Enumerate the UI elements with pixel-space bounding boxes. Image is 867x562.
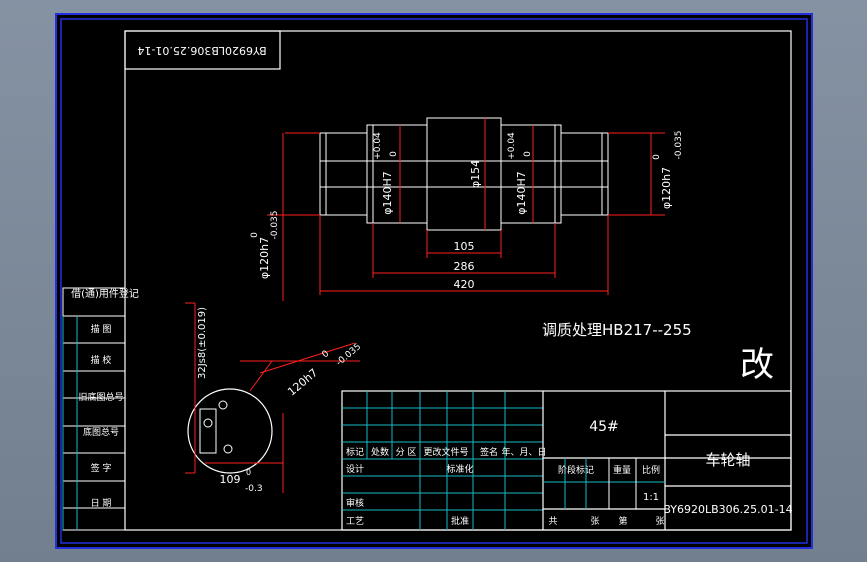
dim-right-seat-tol-upper: +0.04 bbox=[507, 132, 517, 160]
rotated-drawing-code: BY6920LB306.25.01-14 bbox=[137, 44, 266, 57]
dim-left-end-dia: φ120h7 bbox=[258, 237, 271, 279]
section-keyway bbox=[199, 408, 217, 454]
dim-left-end-tol-lower: -0.035 bbox=[270, 210, 280, 239]
rev-header-mark: 标记 bbox=[346, 446, 364, 458]
scale-header: 比例 bbox=[642, 464, 660, 476]
rev-header-date: 年、月、日 bbox=[501, 446, 546, 458]
dim-length-105: 105 bbox=[454, 240, 475, 253]
dim-left-seat-tol-lower: 0 bbox=[389, 151, 399, 157]
dim-right-end-tol-upper: 0 bbox=[652, 154, 662, 160]
material-label: 45# bbox=[589, 419, 619, 435]
section-hole-3 bbox=[223, 444, 233, 454]
standardization-label: 标准化 bbox=[446, 463, 473, 475]
drawing-sheet: BY6920LB306.25.01-14 bbox=[55, 13, 813, 549]
part-name: 车轮轴 bbox=[705, 451, 750, 469]
rev-header-count: 处数 bbox=[371, 446, 389, 458]
section-dia-dim: 120h7 bbox=[285, 366, 320, 398]
section-dia-tol-lower: -0.035 bbox=[335, 342, 364, 368]
section-key-dim: 32Js8(±0.019) bbox=[197, 307, 208, 379]
designer-label: 设计 bbox=[346, 463, 364, 475]
section-view: 32Js8(±0.019) 120h7 0 -0.035 109 0 -0.3 bbox=[185, 302, 364, 494]
left-panel-row-3: 旧底图总号 bbox=[78, 391, 123, 403]
left-panel-title: 借(通)用件登记 bbox=[71, 287, 139, 300]
left-panel-row-5: 签 字 bbox=[91, 462, 112, 474]
section-hole-2 bbox=[203, 418, 213, 428]
total-label: 共 bbox=[548, 516, 557, 527]
rev-header-change-doc: 更改文件号 bbox=[423, 446, 468, 458]
process-label: 工艺 bbox=[346, 516, 364, 527]
left-panel-row-1: 描 图 bbox=[91, 323, 112, 335]
section-depth-dim: 109 bbox=[220, 473, 241, 486]
sheet-label: 张 bbox=[590, 516, 599, 527]
sheet-label-2: 张 bbox=[655, 516, 664, 527]
rev-header-signature: 签名 bbox=[480, 446, 498, 458]
section-hole-1 bbox=[218, 400, 228, 410]
rev-header-zone: 分 区 bbox=[396, 447, 417, 458]
left-panel-row-6: 日 期 bbox=[91, 498, 112, 509]
title-block bbox=[341, 390, 792, 531]
left-registration-panel: 借(通)用件登记 描 图 描 校 旧底图总号 底图总号 签 字 日 期 bbox=[62, 287, 139, 531]
dim-right-end-dia: φ120h7 bbox=[660, 167, 673, 209]
left-panel-row-4: 底图总号 bbox=[83, 426, 119, 438]
section-depth-tol-upper: 0 bbox=[246, 468, 251, 477]
page-label: 第 bbox=[618, 515, 627, 527]
scale-value: 1:1 bbox=[643, 492, 659, 503]
engineering-drawing: BY6920LB306.25.01-14 bbox=[55, 13, 813, 549]
section-depth-tol-lower: -0.3 bbox=[245, 484, 263, 494]
revision-mark: 改 bbox=[740, 345, 774, 385]
shaft-right-end bbox=[560, 132, 609, 216]
dim-length-420: 420 bbox=[454, 278, 475, 291]
outer-border bbox=[55, 13, 813, 549]
dim-right-end-tol-lower: -0.035 bbox=[674, 130, 684, 159]
weight-header: 重量 bbox=[613, 464, 631, 476]
outer-border-inner bbox=[60, 18, 808, 544]
shaft-dimensions bbox=[267, 118, 665, 301]
dim-left-seat-dia: φ140H7 bbox=[381, 171, 394, 215]
shaft-left-end bbox=[319, 132, 368, 216]
section-dia-tol-upper: 0 bbox=[321, 349, 332, 361]
dim-length-286: 286 bbox=[454, 260, 475, 273]
heat-treatment-note: 调质处理HB217--255 bbox=[542, 321, 692, 339]
approver-label: 批准 bbox=[451, 515, 469, 527]
title-block-texts: 45# 车轮轴 BY6920LB306.25.01-14 1:1 标记 处数 分… bbox=[346, 419, 793, 527]
dim-center-dia: φ154 bbox=[469, 160, 482, 188]
dim-left-end-tol-upper: 0 bbox=[250, 232, 260, 238]
reviewer-label: 审核 bbox=[346, 497, 364, 509]
shaft-elevation bbox=[319, 117, 609, 231]
dim-right-seat-tol-lower: 0 bbox=[523, 151, 533, 157]
code-box bbox=[124, 30, 281, 70]
section-circle bbox=[187, 388, 273, 474]
shaft-center-collar bbox=[426, 117, 502, 231]
left-panel-row-2: 描 校 bbox=[91, 354, 112, 366]
drawing-number: BY6920LB306.25.01-14 bbox=[663, 503, 792, 516]
dim-right-seat-dia: φ140H7 bbox=[515, 171, 528, 215]
shaft-dimension-texts: φ120h7 0 -0.035 φ140H7 +0.04 0 φ154 φ140… bbox=[250, 130, 684, 291]
dim-left-seat-tol-upper: +0.04 bbox=[373, 132, 383, 160]
stage-header: 阶段标记 bbox=[558, 464, 594, 476]
